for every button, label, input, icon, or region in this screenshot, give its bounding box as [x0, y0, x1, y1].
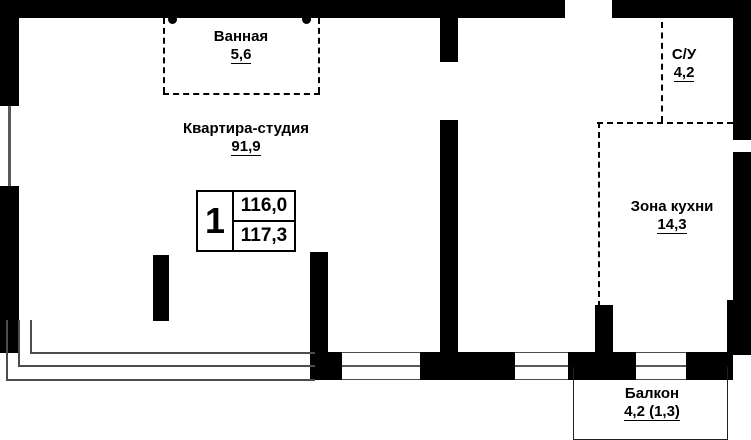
- bathroom-boundary-bottom: [163, 93, 320, 95]
- room-name-studio: Квартира-студия: [182, 120, 310, 137]
- wall-top-right: [612, 0, 751, 18]
- room-name-bathroom: Ванная: [213, 28, 269, 45]
- window-bottom-c-bottom-rail: [636, 379, 686, 380]
- window-bottom-b-mullion: [515, 365, 568, 367]
- room-label-balcony: Балкон 4,2 (1,3): [592, 385, 712, 422]
- bathroom-boundary-right: [318, 18, 320, 93]
- summary-area-total: 116,0: [234, 192, 294, 222]
- room-area-studio: 91,9: [231, 137, 261, 157]
- room-label-wc: С/У 4,2: [646, 46, 722, 83]
- bathroom-corner-dot-left: [168, 15, 177, 24]
- room-label-bathroom: Ванная 5,6: [181, 28, 301, 65]
- loggia-rail-inner: [30, 352, 315, 354]
- window-bottom-a-mullion: [342, 365, 420, 367]
- window-left-mullion: [8, 106, 11, 186]
- wall-bottom-seg-3: [568, 352, 636, 380]
- summary-areas: 116,0 117,3: [234, 192, 294, 250]
- bathroom-corner-dot-right: [302, 15, 311, 24]
- room-label-kitchen-zone: Зона кухни 14,3: [611, 198, 733, 235]
- room-area-balcony: 4,2 (1,3): [624, 402, 680, 422]
- window-bottom-c-top-rail: [636, 352, 686, 353]
- summary-area-with-balcony: 117,3: [240, 225, 288, 246]
- wc-boundary-bottom: [597, 122, 733, 124]
- apartment-summary-badge: 1 116,0 117,3: [196, 190, 296, 252]
- summary-rooms-count: 1: [198, 192, 234, 250]
- window-bottom-b-bottom-rail: [515, 379, 568, 380]
- loggia-rail-outer: [6, 379, 315, 381]
- window-bottom-c-mullion: [636, 365, 686, 367]
- wall-right-lower: [727, 300, 751, 355]
- window-bottom-a-top-rail: [342, 352, 420, 353]
- room-area-wc: 4,2: [673, 63, 695, 83]
- wall-left-upper: [0, 0, 19, 106]
- window-bottom-b-top-rail: [515, 352, 568, 353]
- loggia-rail-outer-left: [6, 320, 8, 381]
- wall-pier-kitchen: [595, 305, 613, 353]
- wc-boundary-left: [661, 22, 663, 122]
- wall-interior-vertical-center: [440, 120, 458, 352]
- kitchen-zone-boundary-left: [598, 122, 600, 307]
- loggia-rail-inner-left: [30, 320, 32, 354]
- loggia-rail-middle: [18, 365, 315, 367]
- room-name-wc: С/У: [671, 46, 697, 63]
- wall-bottom-seg-4: [686, 352, 733, 380]
- wall-interior-vertical-left: [310, 252, 328, 352]
- room-label-studio: Квартира-студия 91,9: [146, 120, 346, 157]
- wall-left-lower: [0, 186, 19, 353]
- loggia-rail-middle-left: [18, 320, 20, 367]
- room-area-kitchen-zone: 14,3: [657, 215, 687, 235]
- room-area-bathroom: 5,6: [230, 45, 252, 65]
- bathroom-boundary-left: [163, 18, 165, 93]
- wall-right-upper: [733, 0, 751, 140]
- wall-bottom-seg-1: [310, 352, 342, 380]
- wall-top-left: [0, 0, 565, 18]
- window-bottom-a-bottom-rail: [342, 379, 420, 380]
- room-name-kitchen-zone: Зона кухни: [630, 198, 714, 215]
- wall-interior-top-stub: [440, 18, 458, 62]
- wall-pier-studio: [153, 255, 169, 321]
- wall-right-mid: [733, 152, 751, 300]
- room-name-balcony: Балкон: [624, 385, 680, 402]
- wall-bottom-seg-2: [420, 352, 515, 380]
